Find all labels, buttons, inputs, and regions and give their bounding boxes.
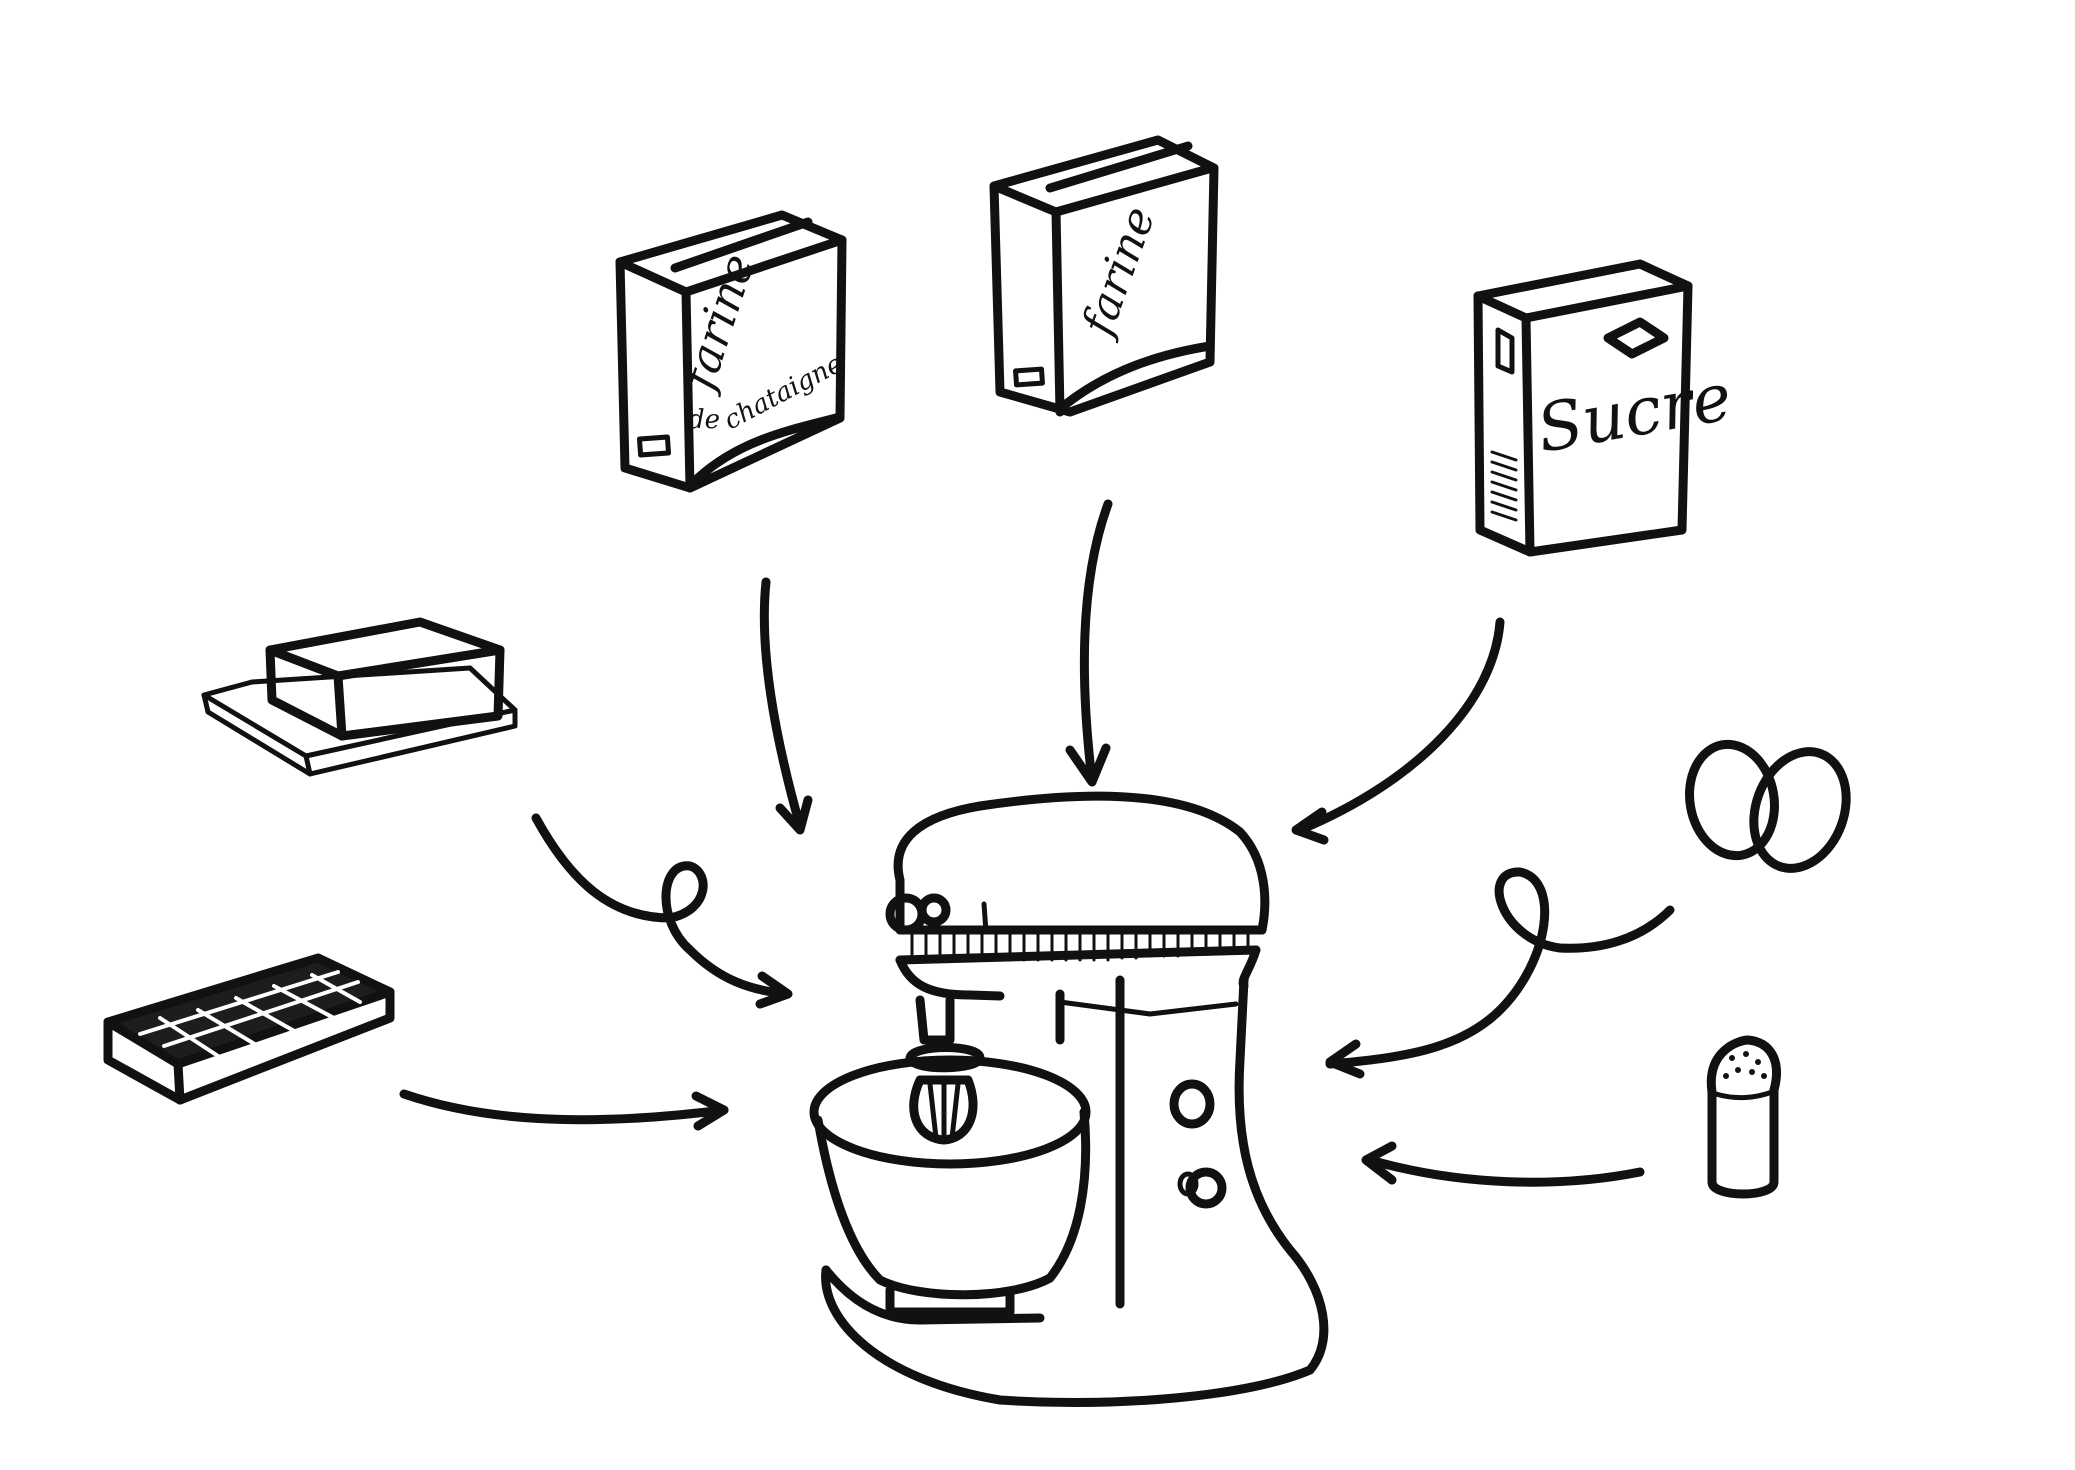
arrow-chocolate xyxy=(399,1089,729,1131)
stand-mixer-icon xyxy=(809,791,1329,1407)
arrow-chestnut-flour xyxy=(759,577,813,835)
arrow-butter xyxy=(531,813,793,1009)
chocolate-bar-icon xyxy=(103,953,395,1105)
arrow-flour xyxy=(1065,499,1113,787)
arrow-eggs xyxy=(1325,867,1675,1079)
sugar-label: Sucre xyxy=(1531,358,1737,468)
chestnut-flour-bag-icon: farine de chataigne xyxy=(615,210,848,493)
sugar-box-icon: Sucre xyxy=(1473,259,1737,557)
flour-label: farine xyxy=(1071,200,1165,344)
arrow-salt xyxy=(1361,1141,1645,1187)
salt-shaker-icon xyxy=(1706,1035,1781,1199)
arrow-sugar xyxy=(1291,617,1505,845)
flour-bag-icon: farine xyxy=(989,135,1219,417)
butter-icon xyxy=(201,617,518,777)
eggs-icon xyxy=(1685,739,1851,873)
chestnut-flour-label-de: de xyxy=(688,405,720,435)
